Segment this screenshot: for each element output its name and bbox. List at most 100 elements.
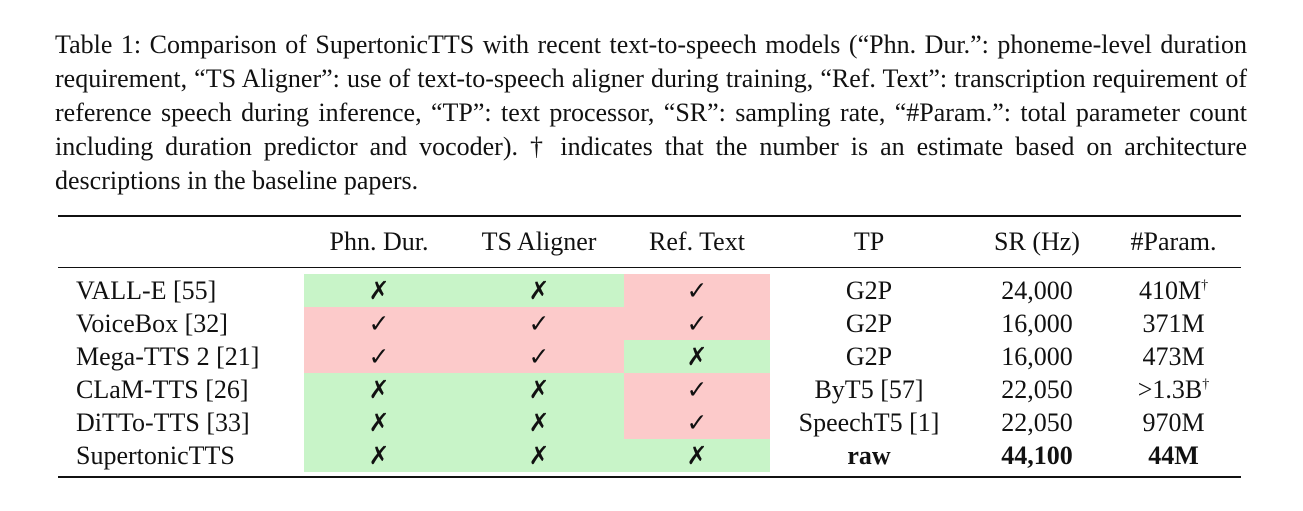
sampling-rate-value: 44,100 (1001, 440, 1073, 470)
header-phn-dur: Phn. Dur. (329, 227, 429, 256)
cross-mark-icon-value: ✗ (686, 341, 708, 371)
model-name-value: DiTTo-TTS [33] (76, 407, 250, 437)
comparison-table: Phn. Dur. TS Aligner Ref. Text TP SR (Hz… (58, 215, 1241, 478)
cross-mark-icon-value: ✗ (528, 440, 550, 470)
text-processor-value: G2P (845, 275, 893, 305)
cross-mark-icon-value: ✗ (528, 374, 550, 404)
model-name-value: VALL-E [55] (76, 275, 217, 305)
param-count-value: 44M (1148, 440, 1199, 470)
check-mark-icon-value: ✓ (528, 341, 550, 371)
sampling-rate: 22,050 (968, 373, 1106, 406)
table-row: Mega-TTS 2 [21] ✓ ✓ ✗ G2P 16,000 473M (58, 340, 1241, 373)
check-mark-icon-value: ✓ (368, 308, 390, 338)
cross-mark-icon: ✗ (454, 274, 624, 307)
table-row: VoiceBox [32] ✓ ✓ ✓ G2P 16,000 371M (58, 307, 1241, 340)
table-row: VALL-E [55] ✗ ✗ ✓ G2P 24,000 410M† (58, 274, 1241, 307)
text-processor: G2P (770, 340, 968, 373)
model-name: CLaM-TTS [26] (58, 373, 304, 406)
text-processor-value: SpeechT5 [1] (798, 407, 940, 437)
text-processor-value: G2P (845, 341, 893, 371)
cross-mark-icon: ✗ (454, 406, 624, 439)
text-processor: ByT5 [57] (770, 373, 968, 406)
param-count-value: 410M (1138, 275, 1202, 305)
param-count: 371M (1106, 307, 1241, 340)
check-mark-icon-value: ✓ (686, 308, 708, 338)
cross-mark-icon: ✗ (304, 373, 454, 406)
cross-mark-icon-value: ✗ (686, 440, 708, 470)
sampling-rate: 16,000 (968, 307, 1106, 340)
check-mark-icon: ✓ (624, 307, 770, 340)
cross-mark-icon-value: ✗ (528, 407, 550, 437)
model-name: DiTTo-TTS [33] (58, 406, 304, 439)
check-mark-icon-value: ✓ (686, 407, 708, 437)
table-top-rule (58, 215, 1241, 217)
cross-mark-icon-value: ✗ (528, 275, 550, 305)
text-processor-value: G2P (845, 308, 893, 338)
check-mark-icon: ✓ (624, 373, 770, 406)
cross-mark-icon: ✗ (304, 406, 454, 439)
param-count: 473M (1106, 340, 1241, 373)
model-name-value: SupertonicTTS (76, 440, 235, 470)
param-count-value: 970M (1142, 407, 1205, 437)
check-mark-icon-value: ✓ (686, 374, 708, 404)
param-count: 44M (1106, 439, 1241, 472)
table-row: SupertonicTTS ✗ ✗ ✗ raw 44,100 44M (58, 439, 1241, 472)
text-processor-value: ByT5 [57] (814, 374, 924, 404)
table-bottom-rule (58, 476, 1241, 478)
dagger-mark: † (1201, 277, 1209, 293)
check-mark-icon: ✓ (624, 274, 770, 307)
cross-mark-icon: ✗ (304, 439, 454, 472)
cross-mark-icon-value: ✗ (368, 275, 390, 305)
table-mid-rule (58, 267, 1241, 268)
cross-mark-icon-value: ✗ (368, 374, 390, 404)
param-count: 410M† (1106, 274, 1241, 307)
table-caption: Table 1: Comparison of SupertonicTTS wit… (55, 30, 1247, 195)
cross-mark-icon: ✗ (624, 340, 770, 373)
dagger-mark: † (1202, 376, 1210, 392)
cross-mark-icon: ✗ (624, 439, 770, 472)
check-mark-icon: ✓ (304, 307, 454, 340)
sampling-rate-value: 22,050 (1001, 374, 1073, 404)
sampling-rate: 44,100 (968, 439, 1106, 472)
check-mark-icon: ✓ (624, 406, 770, 439)
text-processor: G2P (770, 274, 968, 307)
param-count: 970M (1106, 406, 1241, 439)
text-processor-value: raw (847, 440, 891, 470)
sampling-rate: 16,000 (968, 340, 1106, 373)
cross-mark-icon-value: ✗ (368, 440, 390, 470)
table-header-row: Phn. Dur. TS Aligner Ref. Text TP SR (Hz… (58, 217, 1241, 267)
table-row: DiTTo-TTS [33] ✗ ✗ ✓ SpeechT5 [1] 22,050 970M (58, 406, 1241, 439)
model-name-value: Mega-TTS 2 [21] (76, 341, 260, 371)
param-count-value: 473M (1142, 341, 1205, 371)
check-mark-icon-value: ✓ (528, 308, 550, 338)
model-name: SupertonicTTS (58, 439, 304, 472)
sampling-rate: 24,000 (968, 274, 1106, 307)
sampling-rate: 22,050 (968, 406, 1106, 439)
sampling-rate-value: 16,000 (1001, 308, 1073, 338)
cross-mark-icon: ✗ (454, 439, 624, 472)
cross-mark-icon-value: ✗ (368, 407, 390, 437)
cross-mark-icon: ✗ (304, 274, 454, 307)
header-model (58, 217, 304, 267)
model-name: VoiceBox [32] (58, 307, 304, 340)
sampling-rate-value: 24,000 (1001, 275, 1073, 305)
text-processor: SpeechT5 [1] (770, 406, 968, 439)
model-name-value: VoiceBox [32] (76, 308, 228, 338)
check-mark-icon: ✓ (454, 307, 624, 340)
header-sr: SR (Hz) (994, 227, 1080, 256)
sampling-rate-value: 16,000 (1001, 341, 1073, 371)
check-mark-icon-value: ✓ (686, 275, 708, 305)
model-name-value: CLaM-TTS [26] (76, 374, 249, 404)
param-count: >1.3B† (1106, 373, 1241, 406)
check-mark-icon: ✓ (304, 340, 454, 373)
cross-mark-icon: ✗ (454, 373, 624, 406)
header-param: #Param. (1130, 227, 1217, 256)
check-mark-icon-value: ✓ (368, 341, 390, 371)
header-tp: TP (853, 227, 885, 256)
text-processor: raw (770, 439, 968, 472)
model-name: VALL-E [55] (58, 274, 304, 307)
param-count-value: 371M (1142, 308, 1205, 338)
text-processor: G2P (770, 307, 968, 340)
model-name: Mega-TTS 2 [21] (58, 340, 304, 373)
header-ts-aligner: TS Aligner (481, 227, 597, 256)
